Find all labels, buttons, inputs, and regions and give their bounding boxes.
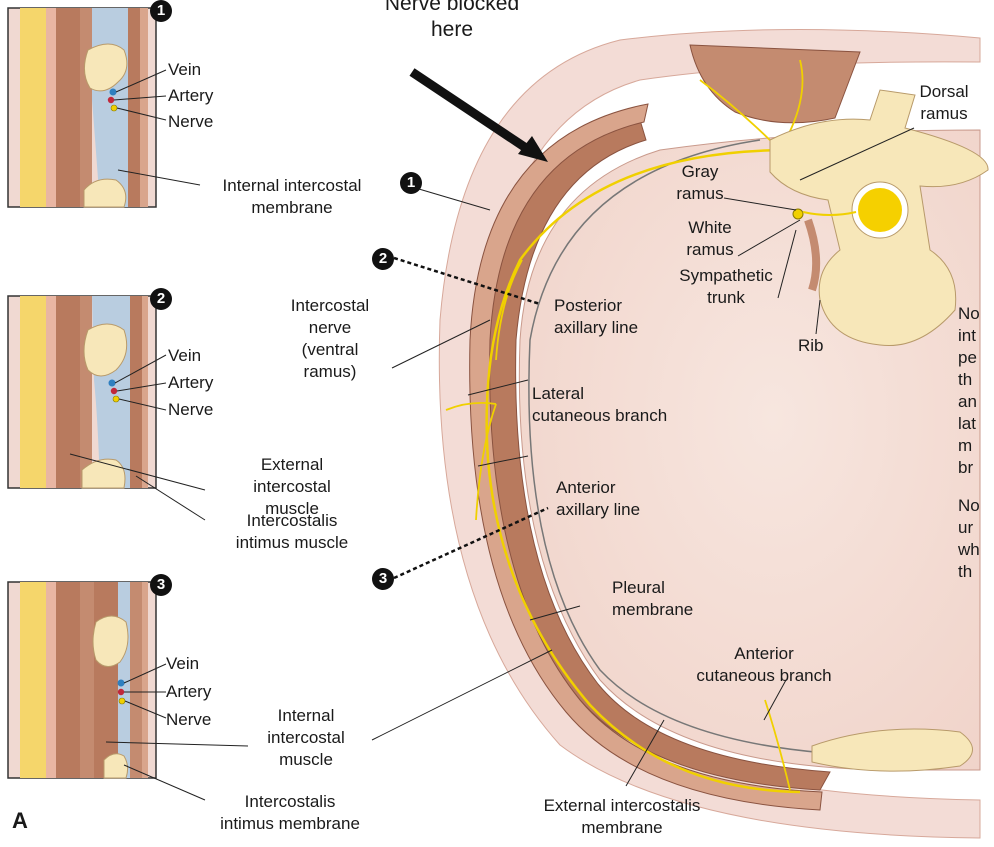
marker-3-inset: 3 <box>150 574 172 596</box>
gray-ramus-label-1: Gray <box>682 162 719 182</box>
posterior-axillary-label-2: axillary line <box>554 318 638 338</box>
inset1-membrane-label-2: membrane <box>251 198 332 218</box>
dorsal-ramus-label-1: Dorsal <box>919 82 968 102</box>
pleural-membrane-label-2: membrane <box>612 600 693 620</box>
inset3-internal-label-3: muscle <box>279 750 333 770</box>
note-line: wh <box>958 540 980 560</box>
inset3-intimus-label-2: intimus membrane <box>220 814 360 834</box>
heading-line-1: Nerve blocked <box>385 0 519 16</box>
chest-wall-section <box>372 29 988 838</box>
note-line: int <box>958 326 976 346</box>
inset1-nerve-label: Nerve <box>168 112 213 132</box>
note-line: br <box>958 458 973 478</box>
inset1-vein-label: Vein <box>168 60 201 80</box>
note-line: pe <box>958 348 977 368</box>
inset2-external-label-1: External <box>261 455 323 475</box>
inset2-external-label-2: intercostal <box>253 477 330 497</box>
inset2-vein-label: Vein <box>168 346 201 366</box>
inset2-nerve-label: Nerve <box>168 400 213 420</box>
white-ramus-label-1: White <box>688 218 731 238</box>
lateral-cutaneous-label-1: Lateral <box>532 384 584 404</box>
intercostal-nerve-label-3: (ventral <box>302 340 359 360</box>
inset3-vein-label: Vein <box>166 654 199 674</box>
marker-2-inset: 2 <box>150 288 172 310</box>
note-line: No <box>958 304 980 324</box>
inset-panel-1 <box>8 8 200 207</box>
sympathetic-trunk-label-2: trunk <box>707 288 745 308</box>
inset1-membrane-label-1: Internal intercostal <box>223 176 362 196</box>
marker-3-main: 3 <box>372 568 394 590</box>
intercostal-nerve-label-2: nerve <box>309 318 352 338</box>
inset3-artery-label: Artery <box>166 682 211 702</box>
inset3-nerve-label: Nerve <box>166 710 211 730</box>
inset2-artery-label: Artery <box>168 373 213 393</box>
sympathetic-trunk-label-1: Sympathetic <box>679 266 773 286</box>
inset1-artery-label: Artery <box>168 86 213 106</box>
dorsal-ramus-label-2: ramus <box>920 104 967 124</box>
inset2-intimus-label-1: Intercostalis <box>247 511 338 531</box>
intercostal-nerve-label-4: ramus) <box>304 362 357 382</box>
rib-label: Rib <box>798 336 824 356</box>
anterior-cutaneous-label-1: Anterior <box>734 644 794 664</box>
note-line: m <box>958 436 972 456</box>
inset-panel-3 <box>8 582 248 800</box>
note-line: No <box>958 496 980 516</box>
posterior-axillary-label-1: Posterior <box>554 296 622 316</box>
intercostal-nerve-label-1: Intercostal <box>291 296 369 316</box>
note-line: th <box>958 562 972 582</box>
gray-ramus-label-2: ramus <box>676 184 723 204</box>
inset3-intimus-label-1: Intercostalis <box>245 792 336 812</box>
marker-1-inset: 1 <box>150 0 172 22</box>
note-line: an <box>958 392 977 412</box>
marker-1-main: 1 <box>400 172 422 194</box>
marker-2-main: 2 <box>372 248 394 270</box>
note-line: lat <box>958 414 976 434</box>
anterior-axillary-label-1: Anterior <box>556 478 616 498</box>
inset2-intimus-label-2: intimus muscle <box>236 533 348 553</box>
white-ramus-label-2: ramus <box>686 240 733 260</box>
inset3-internal-label-1: Internal <box>278 706 335 726</box>
note-line: th <box>958 370 972 390</box>
external-intercostalis-label-2: membrane <box>581 818 662 838</box>
anterior-cutaneous-label-2: cutaneous branch <box>696 666 831 686</box>
inset3-internal-label-2: intercostal <box>267 728 344 748</box>
heading-line-2: here <box>431 18 473 42</box>
panel-letter: A <box>12 808 28 834</box>
anterior-axillary-label-2: axillary line <box>556 500 640 520</box>
pleural-membrane-label-1: Pleural <box>612 578 665 598</box>
external-intercostalis-label-1: External intercostalis <box>544 796 701 816</box>
lateral-cutaneous-label-2: cutaneous branch <box>532 406 667 426</box>
note-line: ur <box>958 518 973 538</box>
